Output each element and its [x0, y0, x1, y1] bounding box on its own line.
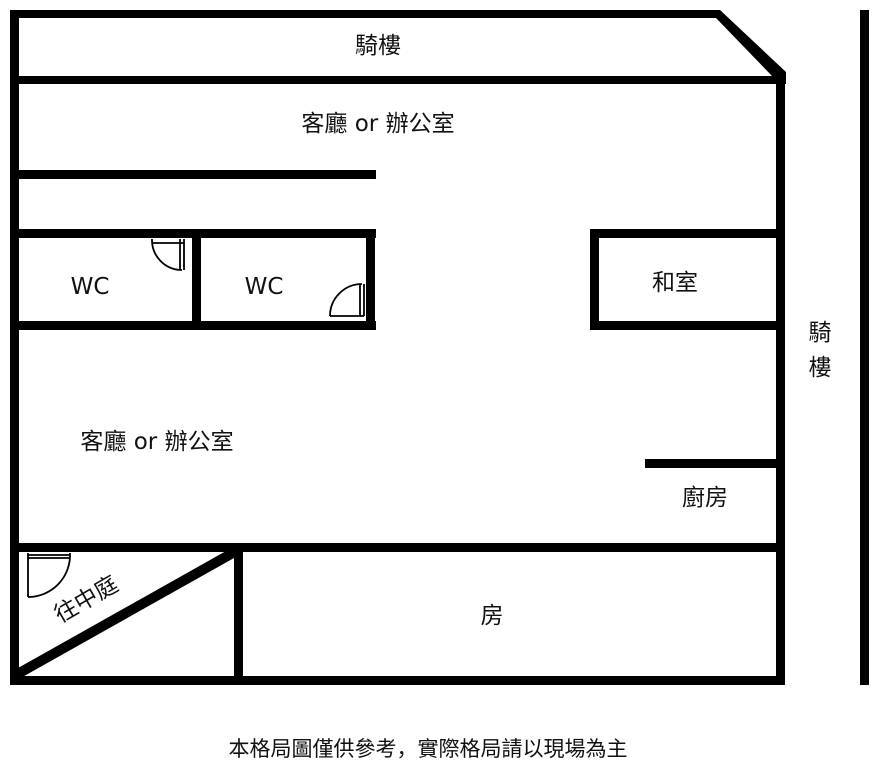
door-courtyard[interactable]: [27, 552, 71, 598]
label-living-top: 客廳 or 辦公室: [301, 111, 454, 137]
kitchen-wall: [645, 459, 780, 468]
left-outer-wall: [10, 10, 19, 685]
label-arcade-right-2: 樓: [809, 355, 832, 381]
label-arcade-right-1: 騎: [809, 320, 832, 346]
door-wc-left[interactable]: [151, 238, 185, 271]
tatami-left-wall: [590, 229, 599, 330]
label-bedroom: 房: [481, 603, 504, 629]
tatami-top-wall: [590, 229, 780, 238]
wc-divider-wall: [192, 229, 201, 330]
doors: [27, 238, 365, 598]
right-outer-wall: [776, 76, 785, 685]
wc-right-wall: [366, 229, 375, 330]
label-kitchen: 廚房: [682, 485, 728, 511]
label-wc-left: WC: [71, 274, 110, 300]
label-wc-right: WC: [245, 274, 284, 300]
label-living-main: 客廳 or 辦公室: [80, 429, 233, 455]
lower-divider-wall: [234, 543, 243, 685]
lower-wall: [10, 543, 785, 552]
disclaimer-footer: 本格局圖僅供參考，實際格局請以現場為主: [229, 737, 628, 761]
top-wall: [10, 10, 786, 84]
label-arcade-top: 騎樓: [355, 33, 401, 59]
diagonal-wall: [11, 545, 241, 681]
label-tatami: 和室: [652, 270, 698, 296]
door-wc-right[interactable]: [329, 283, 365, 317]
tatami-bottom-wall: [590, 321, 780, 330]
bottom-wall: [10, 676, 785, 685]
partial-wall: [10, 170, 376, 179]
walls: [10, 10, 869, 685]
arcade-boundary-line: [860, 10, 869, 685]
